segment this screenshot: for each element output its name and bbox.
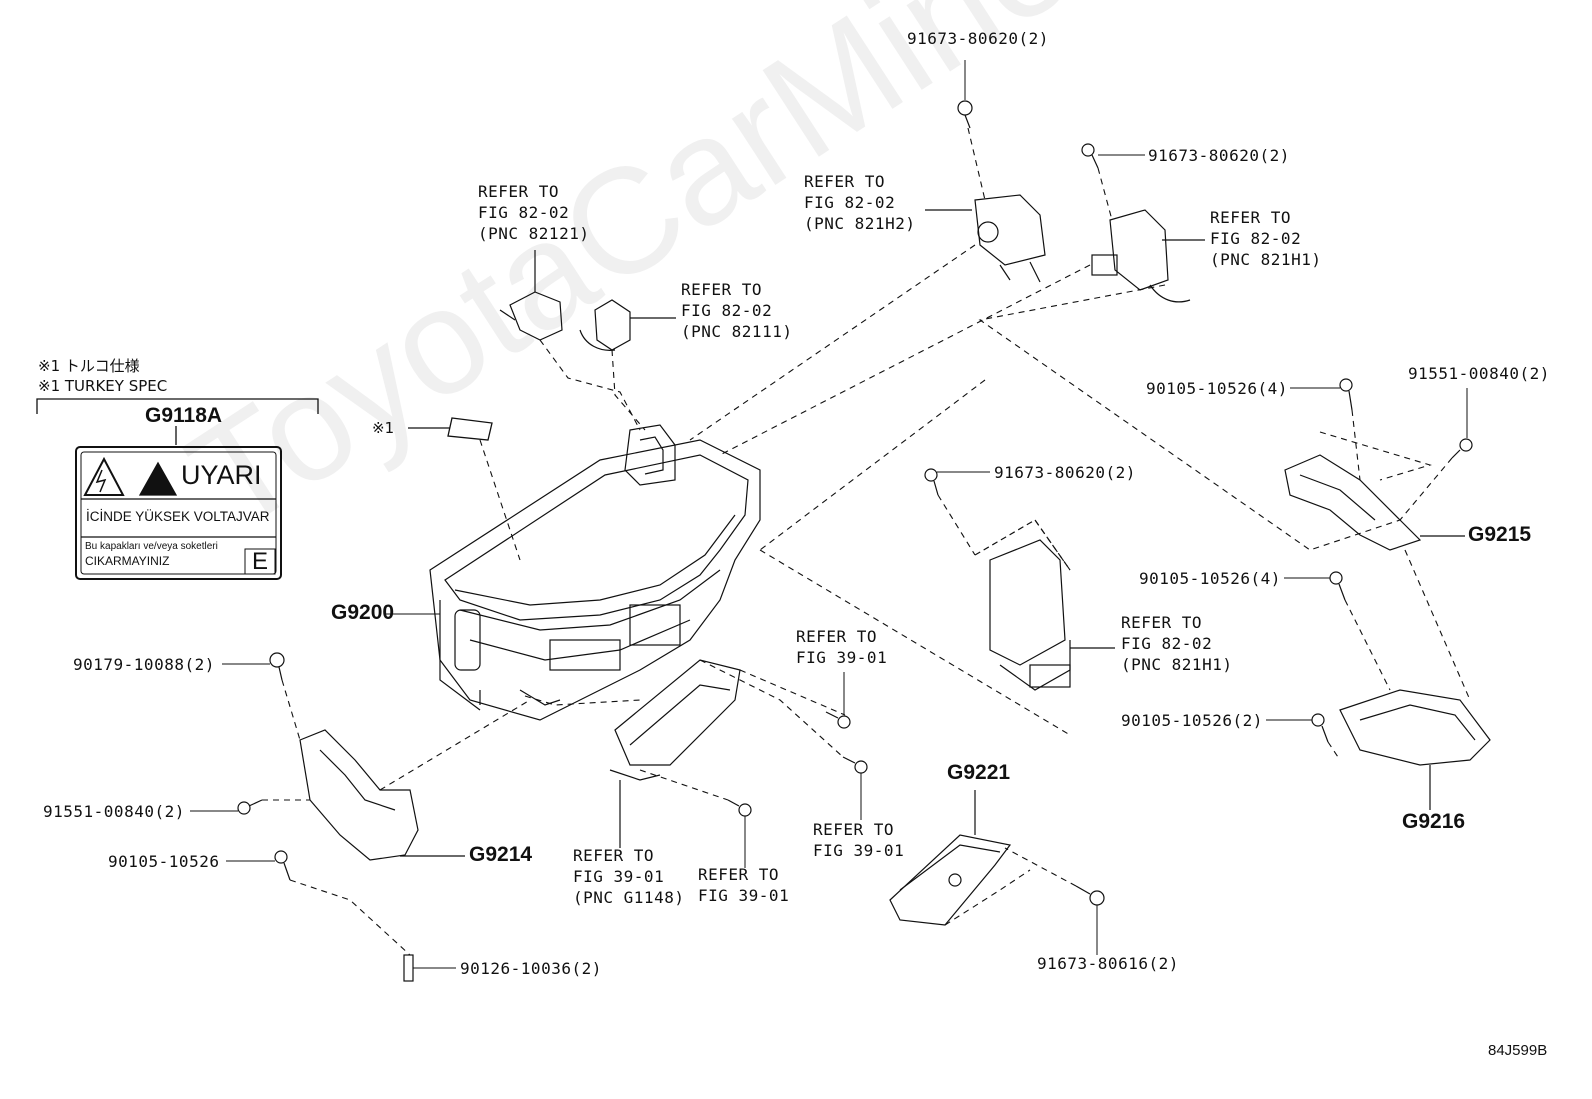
part-code-g9118a: G9118A	[145, 404, 223, 427]
high-voltage-icon	[83, 456, 125, 496]
bolt-icon	[727, 799, 752, 817]
part-code-g9216: G9216	[1402, 810, 1466, 833]
reference-39-01-c: REFER TO FIG 39-01	[698, 865, 790, 905]
part-number-90105-10526-4-a: 90105-10526(4)	[1146, 379, 1288, 398]
part-number-90179-10088: 90179-10088(2)	[73, 655, 215, 674]
reference-821h1-ecu: REFER TO FIG 82-02 (PNC 821H1)	[1121, 613, 1233, 674]
bolt-icon	[842, 756, 868, 774]
bracket-g9215	[1284, 454, 1465, 551]
warning-label-outer	[75, 446, 282, 580]
reference-82111: REFER TO FIG 82-02 (PNC 82111)	[681, 280, 793, 341]
turkey-spec-bracket	[36, 398, 319, 414]
bolt-icon	[269, 652, 285, 681]
part-number-91551-00840-right: 91551-00840(2)	[1408, 364, 1550, 383]
bracket-g9216	[1339, 689, 1491, 810]
reference-821h2: REFER TO FIG 82-02 (PNC 821H2)	[804, 172, 916, 233]
part-number-91673-80620-right: 91673-80620(2)	[1148, 146, 1290, 165]
connector-821h2	[925, 194, 1046, 283]
part-code-g9214: G9214	[469, 843, 533, 866]
ecu-module-821h1	[974, 519, 1115, 691]
connector-82111	[579, 299, 676, 351]
bolt-icon	[1451, 438, 1473, 459]
part-code-g9215: G9215	[1468, 523, 1532, 546]
connector-821h1-top	[1091, 209, 1205, 303]
bolt-icon	[1081, 143, 1099, 169]
cover-g9221	[889, 790, 1012, 926]
terminal-block-g1148	[609, 659, 741, 848]
part-number-90126-10036: 90126-10036(2)	[460, 959, 602, 978]
assembly-dashed-lines	[262, 127, 1471, 956]
turkey-spec-note-jp: ※1 トルコ仕様	[38, 357, 140, 375]
bolt-icon	[924, 468, 939, 496]
warning-title: UYARI	[181, 460, 262, 490]
bolt-icon	[957, 100, 973, 129]
inverter-assembly-g9200	[429, 424, 761, 721]
bolt-icon	[1329, 571, 1346, 601]
bolt-icon	[1075, 885, 1105, 906]
part-number-91673-80620-mid: 91673-80620(2)	[994, 463, 1136, 482]
part-code-g9221: G9221	[947, 761, 1011, 784]
part-number-91673-80620-top: 91673-80620(2)	[907, 29, 1049, 48]
warning-line-3b: CIKARMAYINIZ	[85, 554, 170, 568]
bolt-icon	[1311, 713, 1329, 743]
part-code-g9200: G9200	[331, 601, 395, 624]
part-number-91551-00840-left: 91551-00840(2)	[43, 802, 185, 821]
warning-letter: E	[252, 548, 269, 575]
reference-39-01-b: REFER TO FIG 39-01	[813, 820, 905, 860]
bolt-icon	[1339, 378, 1353, 411]
reference-82121: REFER TO FIG 82-02 (PNC 82121)	[478, 182, 590, 243]
bolt-icon	[825, 711, 851, 729]
part-number-90105-10526: 90105-10526	[108, 852, 220, 871]
warning-line-3a: Bu kapakları ve/veya soketleri	[85, 541, 218, 552]
spec-marker: ※1	[372, 419, 395, 437]
bracket-g9214	[299, 729, 465, 861]
diagram-id: 84J599B	[1488, 1042, 1548, 1059]
bolt-icon	[237, 799, 263, 815]
leader-lines	[190, 60, 1468, 969]
turkey-spec-note-en: ※1 TURKEY SPEC	[38, 377, 168, 395]
reference-821h1-top: REFER TO FIG 82-02 (PNC 821H1)	[1210, 208, 1322, 269]
warning-line-2: İCİNDE YÜKSEK VOLTAJVAR	[86, 509, 270, 524]
warning-triangle-icon	[138, 461, 178, 496]
reference-39-01-a: REFER TO FIG 39-01	[796, 627, 888, 667]
reference-39-01-g1148: REFER TO FIG 39-01 (PNC G1148)	[573, 846, 685, 907]
part-number-90105-10526-2: 90105-10526(2)	[1121, 711, 1263, 730]
bolt-icon	[274, 850, 291, 881]
connector-82121	[499, 250, 563, 341]
stud-icon	[403, 954, 414, 982]
part-number-90105-10526-4-b: 90105-10526(4)	[1139, 569, 1281, 588]
part-number-91673-80616: 91673-80616(2)	[1037, 954, 1179, 973]
